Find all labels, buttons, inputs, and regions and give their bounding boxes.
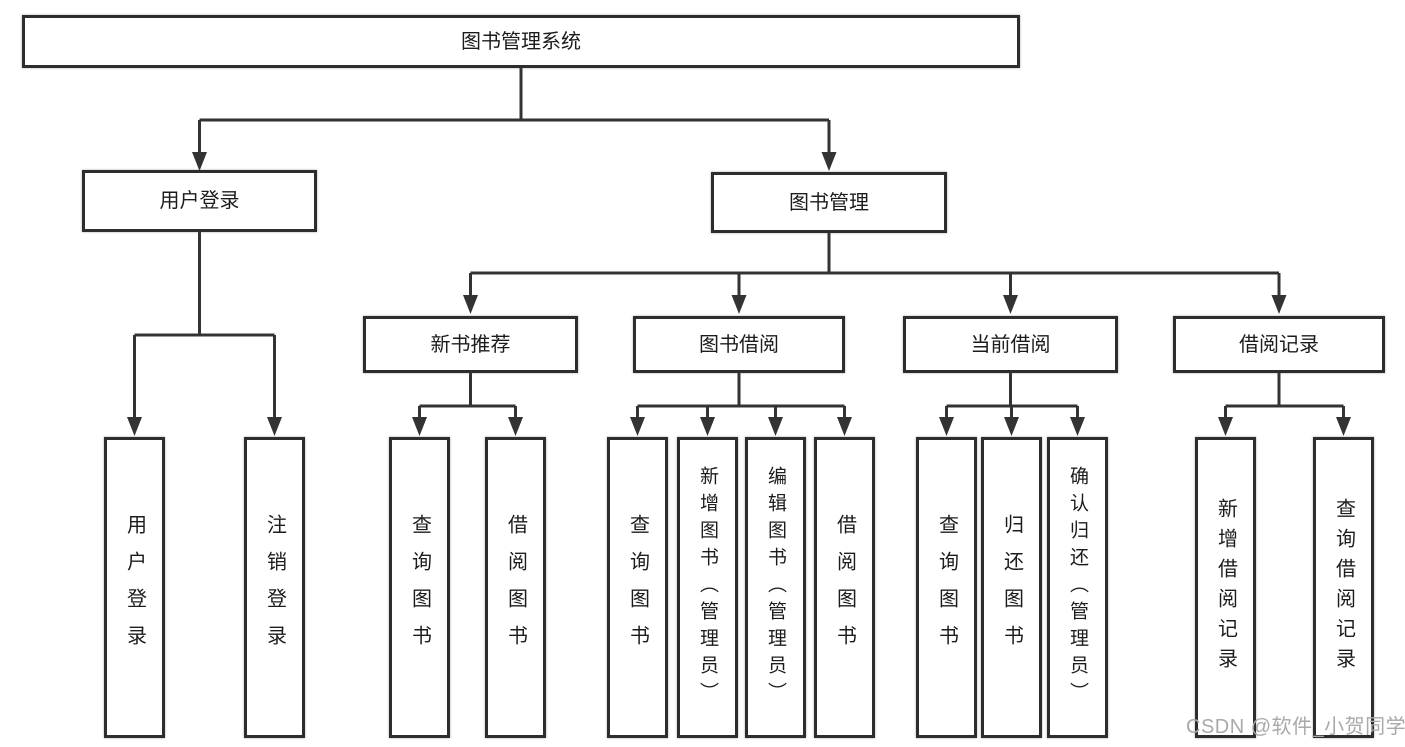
leaf-query-books-borrow: 查询图书 — [607, 437, 668, 738]
node-label: 当前借阅 — [970, 333, 1051, 356]
leaf-edit-books-admin: 编辑图书（管理员） — [745, 437, 806, 738]
leaf-query-borrow-record: 查询借阅记录 — [1313, 437, 1374, 738]
node-label: 查询图书 — [935, 513, 958, 662]
node-book-borrow: 图书借阅 — [633, 316, 845, 373]
node-label: 归还图书 — [1000, 513, 1023, 662]
leaf-add-books-admin: 新增图书（管理员） — [677, 437, 738, 738]
node-borrow-records: 借阅记录 — [1173, 316, 1385, 373]
node-label: 查询借阅记录 — [1332, 497, 1355, 678]
watermark: CSDN @软件_小贺同学 — [1186, 716, 1405, 738]
node-label: 注销登录 — [263, 513, 286, 662]
leaf-add-borrow-record: 新增借阅记录 — [1195, 437, 1256, 738]
node-label: 新增借阅记录 — [1214, 497, 1237, 678]
leaf-borrow-books-recommend: 借阅图书 — [485, 437, 546, 738]
node-label: 借阅记录 — [1239, 333, 1319, 356]
leaf-borrow-books: 借阅图书 — [814, 437, 875, 738]
arrowhead-icons — [127, 152, 1351, 436]
node-root-system: 图书管理系统 — [22, 15, 1020, 68]
node-current-borrow: 当前借阅 — [903, 316, 1118, 373]
leaf-logout: 注销登录 — [244, 437, 305, 738]
node-label: 图书管理系统 — [461, 30, 581, 53]
node-label: 借阅图书 — [504, 513, 527, 662]
leaf-query-books-current: 查询图书 — [916, 437, 977, 738]
node-label: 借阅图书 — [833, 513, 856, 662]
leaf-user-login: 用户登录 — [104, 437, 165, 738]
leaf-return-books: 归还图书 — [981, 437, 1042, 738]
node-label: 查询图书 — [408, 513, 431, 662]
node-book-management: 图书管理 — [711, 172, 947, 233]
node-label: 图书借阅 — [699, 333, 779, 356]
leaf-confirm-return-admin: 确认归还（管理员） — [1047, 437, 1108, 738]
node-label: 图书管理 — [789, 191, 869, 214]
node-label: 查询图书 — [626, 513, 649, 662]
node-label: 用户登录 — [159, 190, 240, 212]
node-user-login: 用户登录 — [82, 170, 317, 232]
node-new-book-recommend: 新书推荐 — [363, 316, 578, 373]
leaf-query-books-recommend: 查询图书 — [389, 437, 450, 738]
node-label: 新书推荐 — [430, 333, 511, 356]
node-label: 新增图书（管理员） — [697, 466, 718, 709]
node-label: 编辑图书（管理员） — [765, 466, 786, 709]
node-label: 用户登录 — [123, 513, 146, 662]
node-label: 确认归还（管理员） — [1067, 466, 1088, 709]
